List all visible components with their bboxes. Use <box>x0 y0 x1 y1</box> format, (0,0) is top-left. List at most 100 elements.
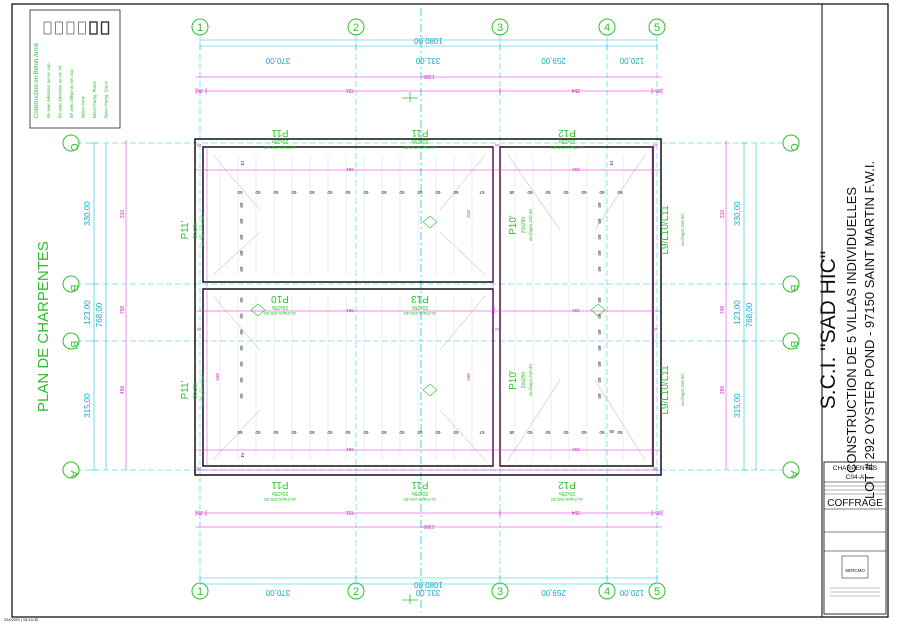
beam-code: P11 <box>411 479 428 490</box>
beam-note: ar.chaps.2x0.40 <box>404 145 436 150</box>
beam-note: ar.chaps.2x0.40 <box>264 311 296 316</box>
edge-mark: 67 <box>479 190 485 195</box>
edge-mark: 20 <box>652 143 657 148</box>
grid-bubble-column <box>648 18 666 36</box>
rafter-spacing: 60 <box>435 190 441 195</box>
rafter-spacing: 60 <box>239 313 244 319</box>
dimension-label: 330,00 <box>83 201 92 226</box>
legend-item-label: BA avec élévation au niv. sup. <box>46 62 51 118</box>
plan-title: PLAN DE CHARPENTES <box>35 241 52 412</box>
rafter-spacing: 60 <box>363 430 369 435</box>
beam-spec: 20x25h <box>272 138 289 144</box>
beam-code: P11 <box>271 127 288 138</box>
beam-spec: 20x25h <box>412 304 429 310</box>
rafter-spacing: 60 <box>597 377 602 383</box>
dimension-mag: 1300 <box>423 523 434 529</box>
grid-label-column: 5 <box>654 586 660 598</box>
grid-label-column: 2 <box>353 586 359 598</box>
rafter-spacing: 60 <box>273 190 279 195</box>
legend-item-label: BA avec allège au niv. sup. <box>69 68 74 118</box>
rafter-spacing: 60 <box>345 190 351 195</box>
rafter-spacing: 60 <box>581 190 587 195</box>
edge-mark: 20 <box>196 143 201 148</box>
rafter-spacing: 60 <box>399 430 405 435</box>
rafter-spacing: 60 <box>363 190 369 195</box>
beam-spec: 20x25h <box>193 222 199 239</box>
rafter-spacing: 60 <box>399 190 405 195</box>
beam-outline-outer <box>194 138 662 476</box>
dimension-label: 259,00 <box>541 588 566 597</box>
beam-note: ar.chaps.2x0.40 <box>404 311 436 316</box>
rafter-spacing: 60 <box>527 190 533 195</box>
grid-bubble-row <box>782 461 800 479</box>
rafter-spacing: 60 <box>417 190 423 195</box>
beam-note: ar.chaps.2x0.40 <box>551 145 583 150</box>
rafter-spacing: 60 <box>597 345 602 351</box>
grid-label-row: C <box>68 143 79 150</box>
section-marker <box>422 215 438 229</box>
dimension-label: 315,00 <box>733 393 742 418</box>
edge-mark: 74 <box>609 160 614 166</box>
rafter-spacing: 60 <box>273 430 279 435</box>
legend-swatch <box>100 21 110 35</box>
grid-label-row: A <box>788 471 799 478</box>
dimension-mag: 458 <box>120 386 126 395</box>
rafter-spacing: 60 <box>453 190 459 195</box>
grid-bubble-column <box>648 582 666 600</box>
legend-swatch <box>66 21 75 35</box>
beam-note: ar.chaps.2x0.40 <box>528 209 533 241</box>
hip-line <box>212 409 261 461</box>
beam-note: ar.chaps.2x0.40 <box>264 497 296 502</box>
rafter-spacing: 60 <box>417 430 423 435</box>
dimension-mag: 296 <box>720 386 726 395</box>
dimension-mag: 310 <box>466 210 471 218</box>
beam-note: ar.chaps.2x0.40 <box>404 497 436 502</box>
rafter-spacing: 60 <box>599 190 605 195</box>
firm-name: SERCMO <box>845 568 865 573</box>
rafter-spacing: 60 <box>327 190 333 195</box>
rafter-spacing: 60 <box>545 190 551 195</box>
rafter-spacing: 60 <box>597 393 602 399</box>
hip-line <box>439 231 486 276</box>
grid-bubble-column <box>347 18 365 36</box>
dimension-mag: 334 <box>572 447 580 452</box>
dimension-mag: 310 <box>120 210 126 219</box>
dimension-mag: 798 <box>120 306 126 315</box>
edge-mark: 49 <box>609 429 615 434</box>
hip-line <box>212 231 261 276</box>
beam-spec: 20x25h <box>272 304 289 310</box>
rafter-spacing: 60 <box>563 430 569 435</box>
grid-label-column: 1 <box>197 586 203 598</box>
rafter-spacing: 60 <box>597 361 602 367</box>
hip-line <box>212 295 261 351</box>
beam-code: P12 <box>558 127 576 138</box>
title-block-category: CHARPENTES <box>833 465 878 472</box>
rafter-spacing: 60 <box>291 430 297 435</box>
dimension-mag: 354 <box>572 509 581 515</box>
legend-title: Construction en Béton Armé <box>34 42 40 118</box>
grid-label-column: 4 <box>604 22 610 34</box>
grid-bubble-row <box>62 461 80 479</box>
grid-label-column: 5 <box>654 22 660 34</box>
dimension-total: 768,00 <box>745 302 754 327</box>
section-marker <box>590 303 606 317</box>
rafter-spacing: 60 <box>545 430 551 435</box>
dimension-mag: 681 <box>346 167 354 172</box>
grid-bubble-row <box>62 275 80 293</box>
rafter-spacing: 60 <box>237 190 243 195</box>
rafter-spacing: 60 <box>239 377 244 383</box>
edge-mark: 48 <box>509 190 515 195</box>
legend-item-label: BA avec élévation au niv. inf. <box>58 65 63 118</box>
rafter-spacing: 60 <box>527 430 533 435</box>
grid-bubble-row <box>62 332 80 350</box>
dimension-mag: 721 <box>346 87 355 93</box>
dimension-mag: 721 <box>346 509 355 515</box>
dimension-label: 370,00 <box>265 56 290 65</box>
grid-bubble-row <box>782 332 800 350</box>
grid-bubble-column <box>598 18 616 36</box>
beam-code: P11' <box>180 220 191 239</box>
section-marker <box>250 303 266 317</box>
edge-mark: 74 <box>240 160 245 166</box>
